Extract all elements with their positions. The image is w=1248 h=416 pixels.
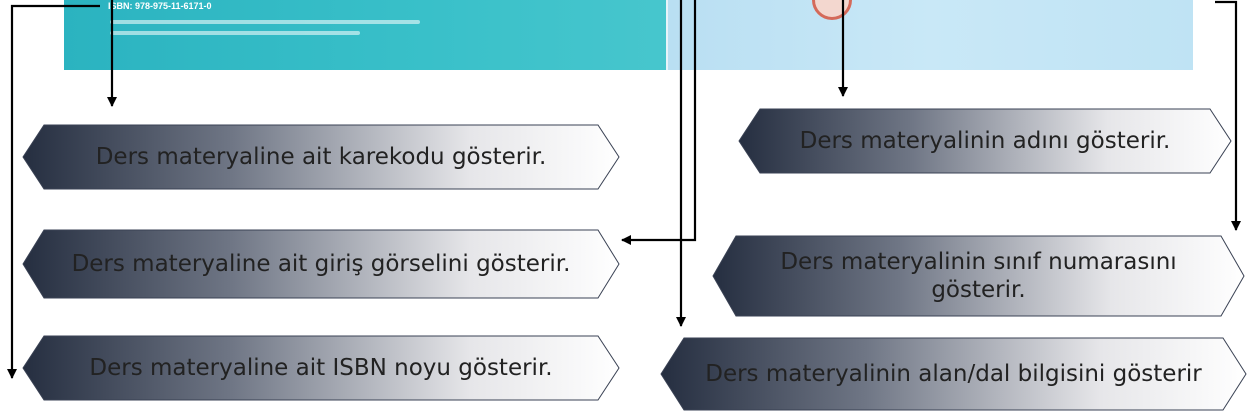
cover-fine-print <box>110 20 420 24</box>
label-karekod-text: Ders materyaline ait karekodu gösterir. <box>95 144 547 170</box>
label-alan-dal: Ders materyalinin alan/dal bilgisini gös… <box>660 337 1247 411</box>
label-ad-text: Ders materyalinin adını gösterir. <box>799 128 1171 154</box>
cover-left-panel <box>64 0 667 70</box>
arrow-to-isbn <box>7 4 100 379</box>
cover-right-panel <box>668 0 1193 70</box>
label-karekod: Ders materyaline ait karekodu gösterir. <box>22 124 620 190</box>
label-giris-gorseli-text: Ders materyaline ait giriş görselini gös… <box>71 251 571 277</box>
arrow-to-giris-gorseli <box>621 0 697 245</box>
label-isbn-text: Ders materyaline ait ISBN noyu gösterir. <box>89 355 553 381</box>
label-sinif-text: Ders materyalinin sınıf numarasını göste… <box>780 249 1177 303</box>
label-alan-dal-text: Ders materyalinin alan/dal bilgisini gös… <box>705 361 1202 387</box>
cover-divider <box>666 0 669 70</box>
arrow-to-sinif <box>1215 0 1241 231</box>
label-sinif: Ders materyalinin sınıf numarasını göste… <box>712 235 1245 317</box>
cover-fine-print <box>110 31 360 35</box>
label-ad: Ders materyalinin adını gösterir. <box>738 108 1232 174</box>
label-isbn: Ders materyaline ait ISBN noyu gösterir. <box>22 335 620 401</box>
label-giris-gorseli: Ders materyaline ait giriş görselini gös… <box>22 229 620 299</box>
isbn-text: ISBN: 978-975-11-6171-0 <box>108 1 212 11</box>
